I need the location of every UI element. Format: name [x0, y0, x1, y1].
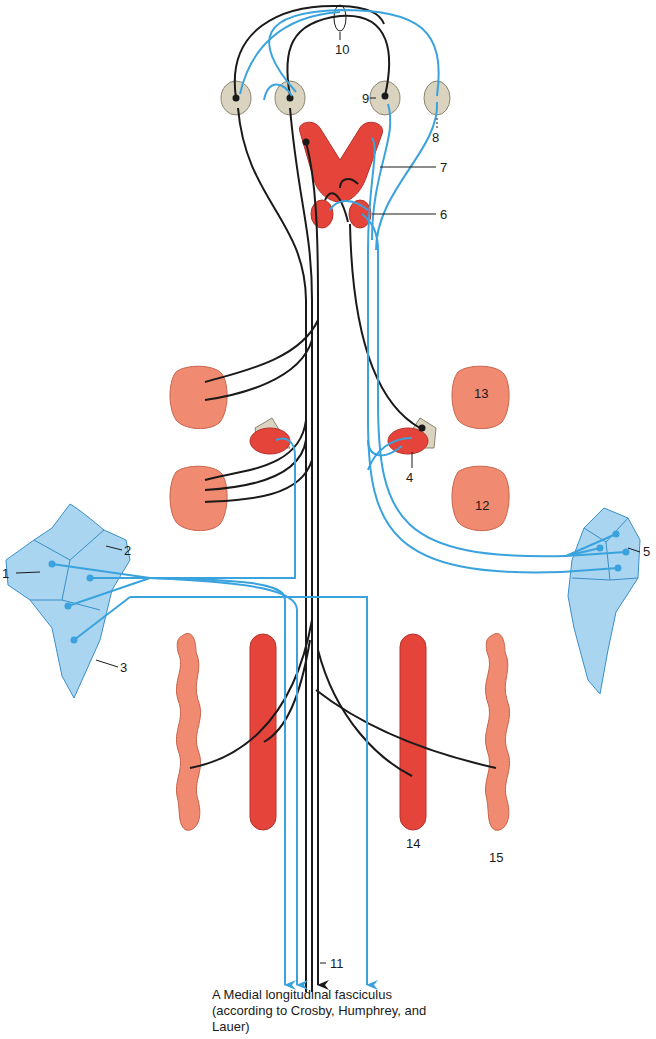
callout-number: 15 [489, 850, 503, 865]
callout-number: 9 [362, 91, 369, 106]
callout-number: 8 [432, 130, 439, 145]
callout-number: 5 [643, 544, 650, 559]
callout-number: 12 [475, 498, 489, 513]
callout-number: 10 [335, 42, 349, 57]
callout-number: 2 [124, 543, 131, 558]
callout-number: 3 [120, 660, 127, 675]
callout-number: 14 [406, 836, 420, 851]
callout-number: 6 [440, 207, 447, 222]
callout-number: 7 [440, 160, 447, 175]
callout-number: 11 [330, 956, 344, 971]
figure-caption: A Medial longitudinal fasciculus (accord… [212, 987, 452, 1035]
callout-number: 4 [406, 470, 413, 485]
callout-number: 13 [474, 386, 488, 401]
callout-number: 1 [2, 566, 9, 581]
